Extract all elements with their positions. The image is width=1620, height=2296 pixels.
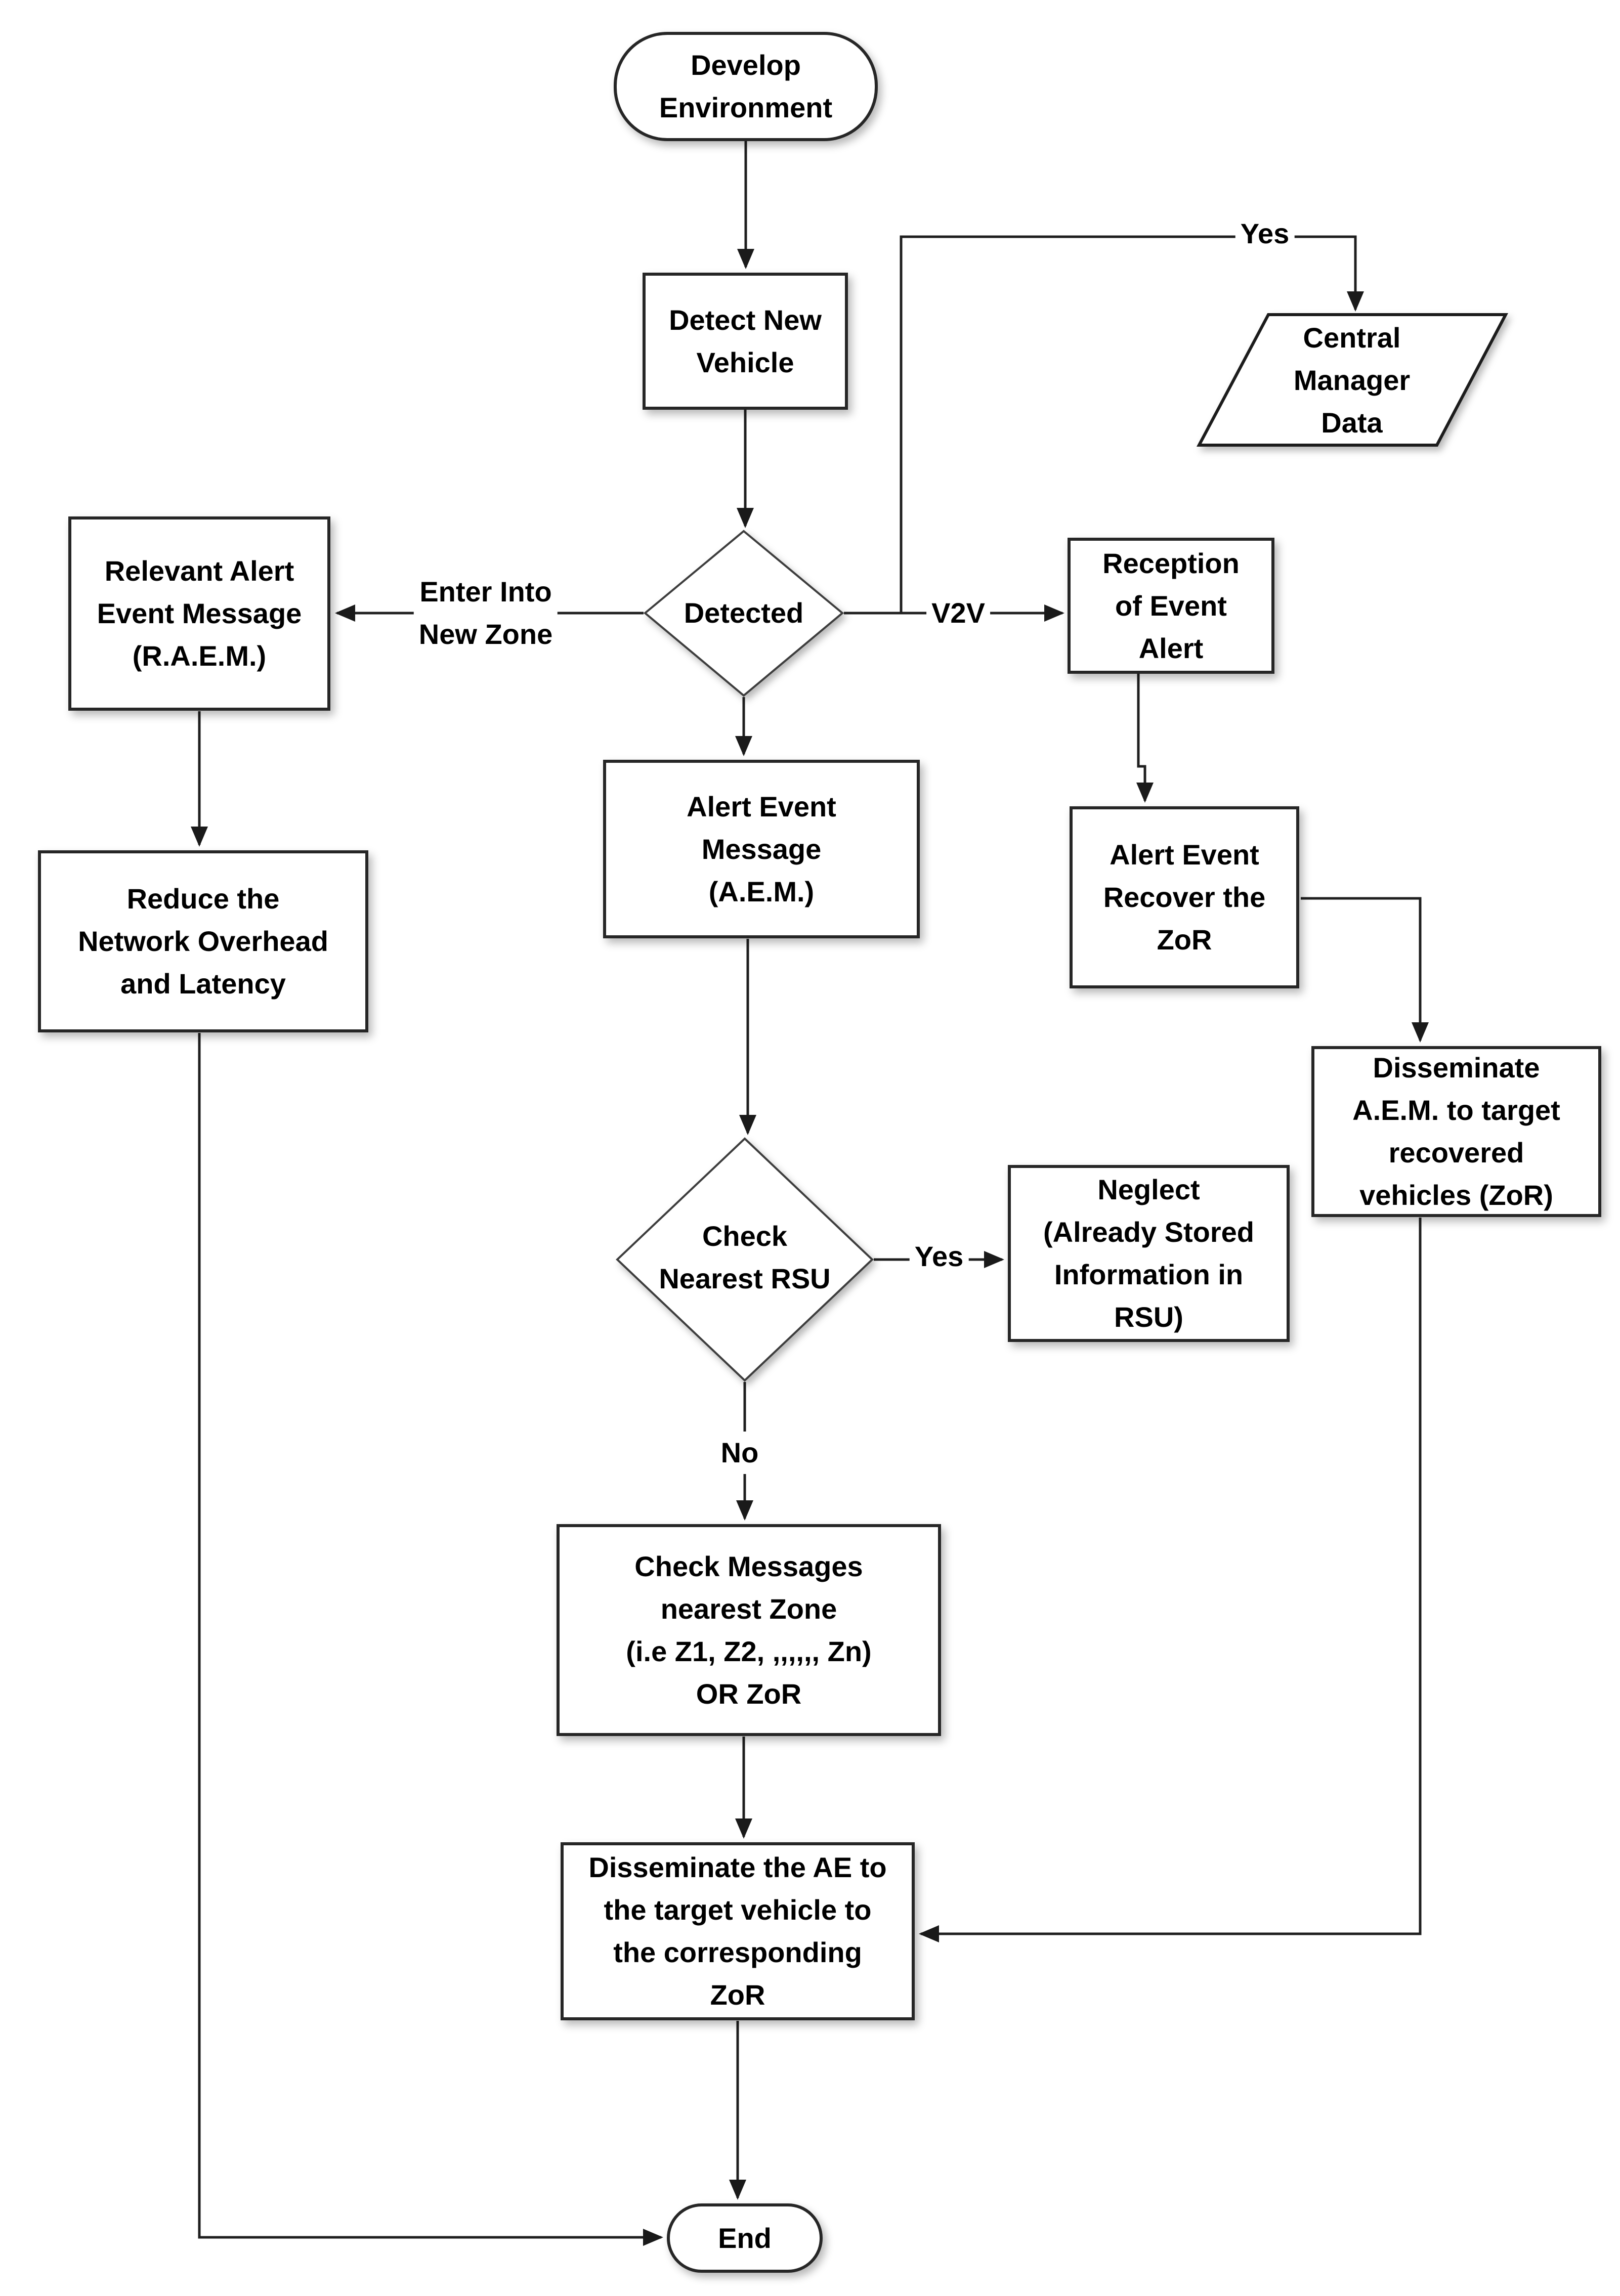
edge-label-yes-rsu: Yes [909, 1235, 969, 1278]
node-disseminate-ae-target-vehicle: Disseminate the AE to the target vehicle… [561, 1842, 915, 2020]
node-reception-of-event-alert: Reception of Event Alert [1068, 538, 1274, 674]
node-detected-label: Detected [684, 597, 804, 629]
node-end: End [667, 2203, 823, 2273]
detected-diamond-shape [643, 530, 844, 697]
check-rsu-diamond-shape [616, 1137, 874, 1382]
node-neglect-already-stored: Neglect (Already Stored Information in R… [1008, 1165, 1290, 1342]
central-manager-parallelogram-shape [1197, 313, 1508, 447]
edge-label-v2v: V2V [926, 592, 990, 634]
node-detect-new-vehicle: Detect New Vehicle [643, 273, 848, 410]
node-alert-event-message: Alert Event Message (A.E.M.) [603, 760, 920, 938]
edge-label-yes-central: Yes [1235, 212, 1295, 255]
node-reduce-network-overhead: Reduce the Network Overhead and Latency [38, 850, 368, 1032]
node-check-messages-nearest-zone: Check Messages nearest Zone (i.e Z1, Z2,… [557, 1524, 941, 1736]
connector-recover-to-disseminate-zor [1301, 897, 1429, 1043]
connector-v2v-to-central-manager [900, 235, 1364, 612]
node-central-manager-data-label: Central Manager Data [1293, 322, 1411, 439]
connector-reception-to-recover [1136, 674, 1154, 803]
edge-label-no-rsu: No [715, 1432, 764, 1474]
node-develop-environment: Develop Environment [614, 32, 878, 141]
node-alert-event-recover-zor: Alert Event Recover the ZoR [1070, 806, 1299, 988]
connector-reduce-to-end [198, 1033, 663, 2246]
edge-label-enter-into-new-zone: Enter Into New Zone [413, 571, 558, 656]
node-relevant-alert-event-message: Relevant Alert Event Message (R.A.E.M.) [68, 516, 330, 711]
node-check-nearest-rsu-label: Check Nearest RSU [659, 1220, 831, 1294]
node-disseminate-aem-zor: Disseminate A.E.M. to target recovered v… [1311, 1046, 1601, 1217]
connector-disseminate-zor-to-disseminate-ae [919, 1218, 1422, 1942]
